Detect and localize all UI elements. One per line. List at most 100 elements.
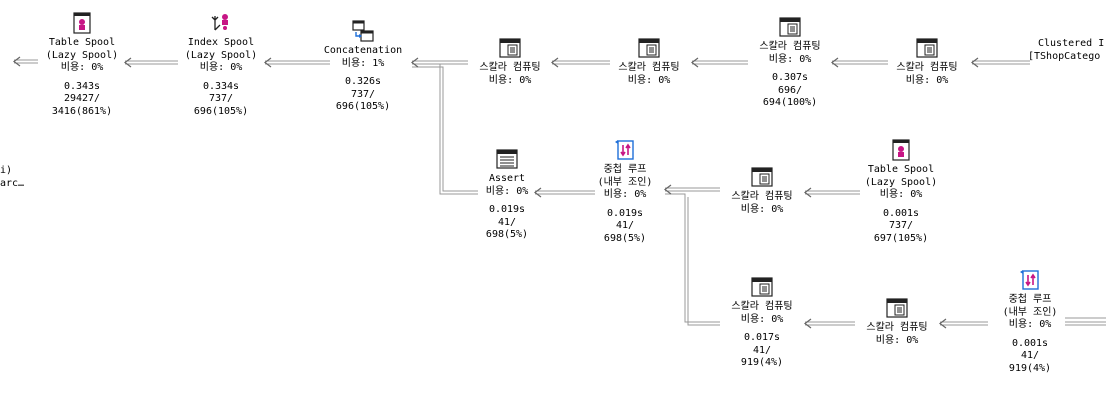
node-cost: 비용: 1% bbox=[341, 57, 385, 69]
compute-scalar-icon bbox=[751, 277, 773, 297]
arrow-compute3-to-compute2 bbox=[692, 60, 748, 65]
node-time: 0.019s bbox=[488, 204, 526, 215]
node-estimate: 697(105%) bbox=[873, 232, 929, 244]
index-spool-icon bbox=[211, 14, 228, 31]
compute-scalar-icon bbox=[751, 167, 773, 187]
arrow-clustered-to-compute4 bbox=[972, 60, 1030, 65]
node-compute-scalar-2[interactable]: 스칼라 컴퓨팅 비용: 0% bbox=[584, 37, 714, 87]
node-cost: 비용: 0% bbox=[879, 189, 923, 200]
node-cost: 비용: 0% bbox=[740, 313, 784, 325]
node-rows: 737/ bbox=[888, 220, 914, 231]
node-index-spool[interactable]: Index Spool (Lazy Spool) 비용: 0% 0.334s 7… bbox=[156, 12, 286, 118]
node-time: 0.001s bbox=[1011, 337, 1049, 349]
node-time: 0.326s bbox=[344, 76, 382, 87]
node-estimate: 698(5%) bbox=[485, 229, 529, 240]
node-cost: 비용: 0% bbox=[875, 334, 919, 346]
concatenation-icon bbox=[352, 20, 374, 42]
node-compute-scalar-4[interactable]: 스칼라 컴퓨팅 비용: 0% bbox=[862, 37, 992, 87]
left-fragment-line-2: arc… bbox=[0, 177, 25, 189]
node-name: Assert bbox=[488, 173, 526, 184]
node-clustered-index[interactable]: Clustered I [TShopCatego bbox=[1028, 38, 1104, 63]
arrow-nested1-to-assert bbox=[535, 190, 595, 195]
node-name: 스칼라 컴퓨팅 bbox=[479, 62, 541, 73]
node-rows: 29427/ bbox=[63, 93, 101, 104]
node-rows: 41/ bbox=[615, 220, 635, 231]
node-cost: 비용: 0% bbox=[485, 185, 529, 197]
node-estimate: 694(100%) bbox=[762, 97, 818, 108]
node-time: 0.017s bbox=[743, 332, 781, 343]
compute-scalar-icon bbox=[638, 38, 660, 58]
node-rows: 737/ bbox=[208, 93, 234, 104]
node-estimate: 919(4%) bbox=[740, 357, 784, 368]
arrow-index-to-table-spool bbox=[125, 60, 178, 65]
node-name: 스칼라 컴퓨팅 bbox=[896, 62, 958, 73]
node-time: 0.019s bbox=[606, 207, 644, 219]
arrow-compute2-to-compute1 bbox=[552, 60, 610, 65]
node-cost: 비용: 0% bbox=[60, 62, 104, 73]
arrow-compute5-to-nested1 bbox=[665, 187, 720, 192]
node-compute-scalar-1[interactable]: 스칼라 컴퓨팅 비용: 0% bbox=[445, 37, 575, 87]
arrow-tablespool2-to-compute5 bbox=[805, 190, 860, 195]
table-spool-icon bbox=[73, 12, 91, 34]
node-name: 스칼라 컴퓨팅 bbox=[731, 301, 793, 312]
node-name: 스칼라 컴퓨팅 bbox=[759, 41, 821, 52]
node-cost: 비용: 0% bbox=[199, 62, 243, 73]
node-rows: 696/ bbox=[777, 84, 803, 96]
node-assert[interactable]: Assert 비용: 0% 0.019s 41/ 698(5%) bbox=[442, 148, 572, 242]
nested-loops-icon bbox=[615, 140, 634, 160]
node-estimate: 698(5%) bbox=[603, 232, 647, 244]
node-compute-scalar-7[interactable]: 스칼라 컴퓨팅 비용: 0% bbox=[832, 297, 962, 347]
node-compute-scalar-6[interactable]: 스칼라 컴퓨팅 비용: 0% 0.017s 41/ 919(4%) bbox=[697, 276, 827, 370]
node-cost: 비용: 0% bbox=[768, 53, 812, 65]
node-nested-loops-1[interactable]: 중첩 루프 (내부 조인) 비용: 0% 0.019s 41/ 698(5%) bbox=[560, 139, 690, 245]
node-name: 중첩 루프 bbox=[1008, 294, 1052, 305]
node-rows: 41/ bbox=[1020, 350, 1040, 361]
node-name: Table Spool bbox=[867, 164, 935, 175]
node-compute-scalar-3[interactable]: 스칼라 컴퓨팅 비용: 0% 0.307s 696/ 694(100%) bbox=[725, 16, 855, 110]
nested-loops-icon bbox=[1020, 270, 1039, 290]
node-subtitle: (Lazy Spool) bbox=[184, 49, 258, 61]
arrow-compute7-to-compute6 bbox=[805, 321, 855, 326]
node-compute-scalar-5[interactable]: 스칼라 컴퓨팅 비용: 0% bbox=[697, 166, 827, 216]
arrow-compute6-to-nested1 bbox=[665, 193, 720, 326]
node-cost: 비용: 0% bbox=[905, 74, 949, 86]
node-time: 0.001s bbox=[882, 207, 920, 219]
node-cost: 비용: 0% bbox=[603, 189, 647, 200]
compute-scalar-icon bbox=[916, 38, 938, 58]
node-subtitle: (내부 조인) bbox=[597, 176, 653, 188]
node-name: 스칼라 컴퓨팅 bbox=[618, 62, 680, 73]
table-spool-icon bbox=[892, 139, 910, 161]
node-estimate: 696(105%) bbox=[193, 105, 249, 117]
node-estimate: 919(4%) bbox=[1008, 362, 1052, 374]
node-cost: 비용: 0% bbox=[627, 74, 671, 86]
node-cost: 비용: 0% bbox=[740, 203, 784, 215]
node-time: 0.307s bbox=[771, 72, 809, 83]
node-estimate: 696(105%) bbox=[335, 101, 391, 112]
node-estimate: 3416(861%) bbox=[51, 105, 113, 117]
compute-scalar-icon bbox=[499, 38, 521, 58]
arrow-assert-to-concat bbox=[412, 64, 478, 195]
node-table-spool-1[interactable]: Table Spool (Lazy Spool) 비용: 0% 0.343s 2… bbox=[17, 12, 147, 118]
arrow-compute4-to-compute3 bbox=[832, 60, 888, 65]
node-cost: 비용: 0% bbox=[1008, 319, 1052, 330]
node-name: 스칼라 컴퓨팅 bbox=[866, 322, 928, 333]
node-table-spool-2[interactable]: Table Spool (Lazy Spool) 비용: 0% 0.001s 7… bbox=[836, 139, 966, 245]
arrow-right-stub bbox=[1065, 317, 1106, 326]
node-time: 0.334s bbox=[202, 80, 240, 92]
node-subtitle: (Lazy Spool) bbox=[45, 49, 119, 61]
node-subtitle: [TShopCatego bbox=[1028, 50, 1101, 62]
node-name: Concatenation bbox=[323, 45, 403, 56]
node-time: 0.343s bbox=[63, 80, 101, 92]
node-subtitle: (내부 조인) bbox=[1002, 306, 1058, 318]
node-concatenation[interactable]: Concatenation 비용: 1% 0.326s 737/ 696(105… bbox=[298, 20, 428, 114]
node-rows: 737/ bbox=[350, 88, 376, 100]
node-name: 스칼라 컴퓨팅 bbox=[731, 191, 793, 202]
node-cost: 비용: 0% bbox=[488, 74, 532, 86]
arrow-concat-to-index-spool bbox=[265, 60, 330, 65]
compute-scalar-icon bbox=[779, 17, 801, 37]
node-name: Table Spool bbox=[48, 37, 116, 48]
node-name: 중첩 루프 bbox=[603, 164, 647, 175]
node-nested-loops-2[interactable]: 중첩 루프 (내부 조인) 비용: 0% 0.001s 41/ 919(4%) bbox=[965, 269, 1095, 375]
node-subtitle: (Lazy Spool) bbox=[864, 176, 938, 188]
